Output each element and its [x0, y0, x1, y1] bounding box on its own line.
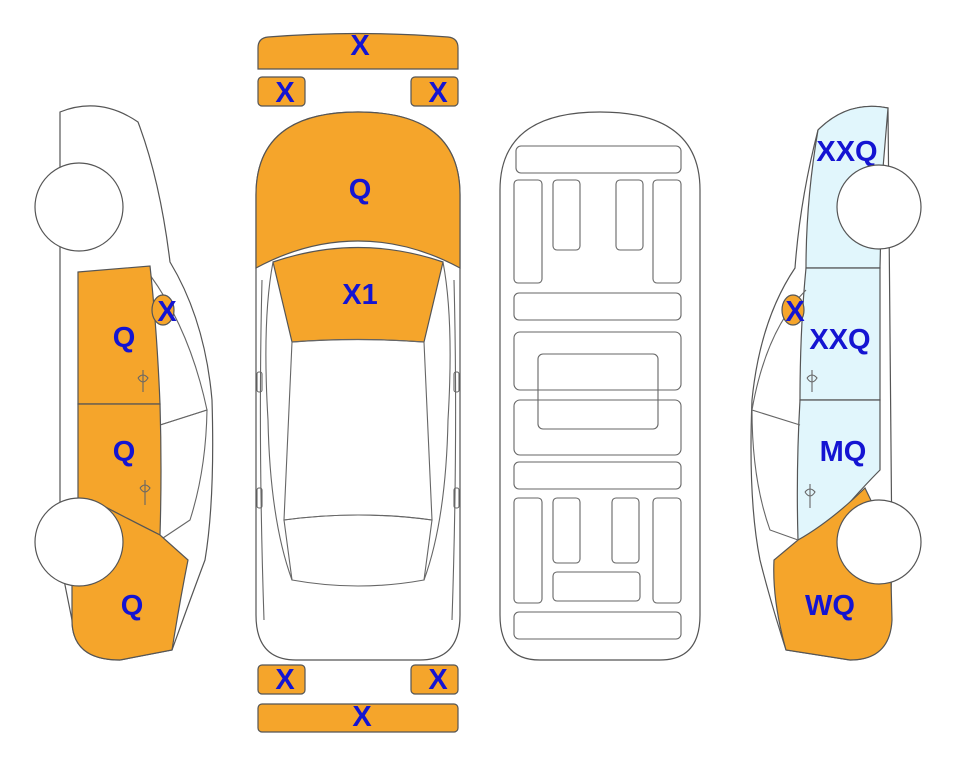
rear-left-lamp-panel[interactable] [257, 664, 306, 695]
left-rear-wheel [34, 497, 124, 587]
right-front-fender-code: XXQ [816, 136, 877, 168]
right-mirror-top [453, 371, 460, 393]
right-side-line [451, 279, 457, 621]
top-view: X X X Q X1 X X X [255, 30, 461, 733]
right-front-wheel [836, 164, 922, 250]
left-rear-door-code: Q [113, 436, 136, 468]
underbody-outline [499, 111, 701, 661]
left-mirror-top [256, 371, 263, 393]
left-side-view: Q Q Q X [34, 105, 214, 661]
left-rear-quarter-code: Q [121, 590, 144, 622]
left-pillar-line [265, 261, 293, 581]
left-front-door-code: Q [113, 322, 136, 354]
front-bumper-code: X [350, 30, 370, 62]
left-handle-top [256, 487, 263, 509]
front-left-lamp-code: X [275, 77, 295, 109]
front-left-lamp-panel[interactable] [257, 76, 306, 107]
underbody-view [499, 111, 701, 661]
rear-left-lamp-code: X [275, 664, 295, 696]
right-front-door-code: XXQ [809, 324, 870, 356]
right-rear-quarter-code: WQ [805, 590, 855, 622]
right-handle-top [453, 487, 460, 509]
right-side-view: XXQ XXQ MQ WQ X [750, 105, 922, 661]
front-right-lamp-panel[interactable] [410, 76, 459, 107]
front-bumper-panel[interactable] [257, 32, 459, 70]
right-rear-wheel [836, 499, 922, 585]
left-side-line [259, 279, 265, 621]
rear-right-lamp-panel[interactable] [410, 664, 459, 695]
hood-code: Q [349, 174, 372, 206]
rear-glass-outline [283, 514, 433, 587]
left-mirror-code: X [157, 296, 177, 328]
left-front-wheel [34, 162, 124, 252]
right-rear-door-code: MQ [820, 436, 867, 468]
front-right-lamp-code: X [428, 77, 448, 109]
rear-bumper-code: X [352, 701, 372, 733]
rear-right-lamp-code: X [428, 664, 448, 696]
hood-panel[interactable] [255, 111, 461, 270]
windshield-code: X1 [342, 279, 377, 311]
left-mirror-panel[interactable] [151, 294, 175, 326]
right-mirror-panel[interactable] [781, 294, 805, 326]
right-mirror-code: X [785, 296, 805, 328]
right-pillar-line [423, 261, 451, 581]
rear-bumper-panel[interactable] [257, 703, 459, 733]
